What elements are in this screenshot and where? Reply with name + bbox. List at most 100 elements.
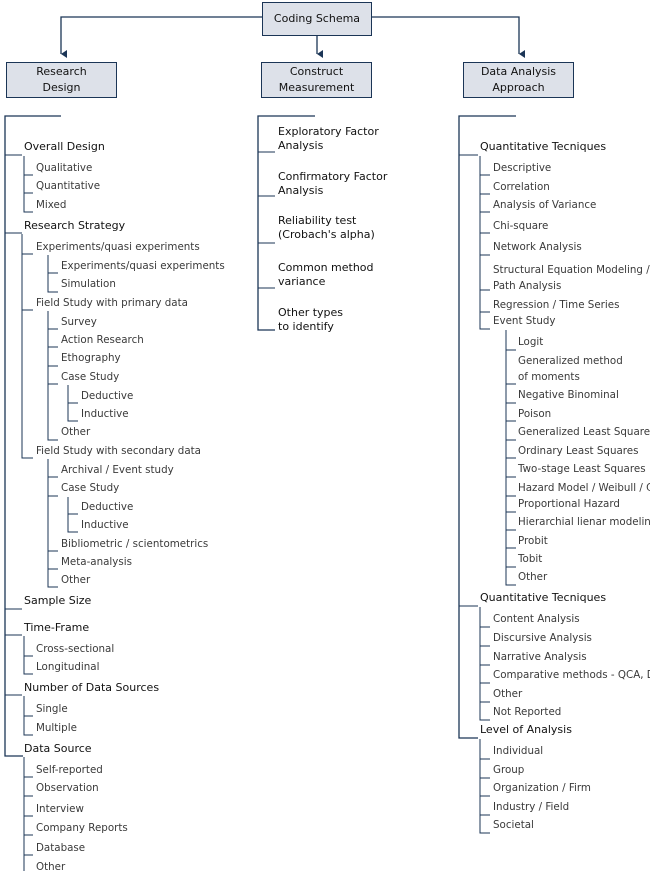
event-study-bracket <box>505 330 516 586</box>
level-item: Group <box>493 764 525 776</box>
archival-label: Archival / Event study <box>61 464 174 476</box>
qual-techniques-label: Quantitative Tecniques <box>480 591 607 604</box>
field-secondary-item: Bibliometric / scientometrics <box>61 538 209 550</box>
quant-item: Descriptive <box>493 162 552 174</box>
case-study-label: Case Study <box>61 371 120 383</box>
level-bracket <box>479 739 490 834</box>
overall-item: Mixed <box>36 199 67 211</box>
root-link-right <box>372 16 525 58</box>
data-analysis-box: Data Analysis Approach <box>463 62 574 98</box>
research-trunk <box>4 115 61 757</box>
time-frame-item: Longitudinal <box>36 661 100 673</box>
event-study-item: Hazard Model / Weibull / Cox <box>518 482 650 494</box>
num-sources-item: Single <box>36 703 68 715</box>
case-primary-bracket <box>67 385 78 422</box>
qual-item: Not Reported <box>493 706 562 718</box>
overall-bracket <box>23 156 33 213</box>
construct-item: Reliability test (Crobach's alpha) <box>278 214 375 241</box>
field-primary-item: Survey <box>61 316 97 328</box>
root-box: Coding Schema <box>262 2 372 36</box>
construct-item: Common method variance <box>278 261 374 288</box>
overall-item: Qualitative <box>36 162 93 174</box>
event-study-item: Proportional Hazard <box>518 498 620 510</box>
construct-item: Confirmatory Factor Analysis <box>278 170 388 197</box>
event-study-item: Probit <box>518 535 548 547</box>
field-primary-other: Other <box>61 426 91 438</box>
event-study-item: Tobit <box>518 553 543 565</box>
level-item: Societal <box>493 819 534 831</box>
quant-item: Structural Equation Modeling / Path Anal… <box>493 264 650 292</box>
case-study-item: Inductive <box>81 408 129 420</box>
data-source-item: Interview <box>36 803 84 815</box>
field-primary-label: Field Study with primary data <box>36 297 188 309</box>
field-secondary-item: Meta-analysis <box>61 556 132 568</box>
qual-bracket <box>479 607 490 721</box>
analysis-trunk <box>458 115 516 739</box>
quant-item: Correlation <box>493 181 550 193</box>
data-source-item: Database <box>36 842 86 854</box>
construct-item: Exploratory Factor Analysis <box>278 125 379 152</box>
time-frame-item: Cross-sectional <box>36 643 115 655</box>
overall-design-label: Overall Design <box>24 140 105 153</box>
quant-item: Analysis of Variance <box>493 199 597 211</box>
level-of-analysis-label: Level of Analysis <box>480 723 572 736</box>
field-primary-bracket <box>47 311 58 441</box>
event-study-item: Logit <box>518 336 544 348</box>
datasource-bracket <box>23 757 25 871</box>
event-study-item: Ordinary Least Squares <box>518 445 639 457</box>
root-link-left <box>60 16 262 58</box>
event-study-label: Event Study <box>493 315 556 327</box>
case-study-item: Deductive <box>81 390 134 402</box>
event-study-item: Negative Binominal <box>518 389 619 401</box>
event-study-item: Generalized method of moments <box>518 355 623 383</box>
event-study-item: Poison <box>518 408 552 420</box>
experiments-label: Experiments/quasi experiments <box>36 241 200 253</box>
num-sources-label: Number of Data Sources <box>24 681 160 694</box>
quant-techniques-label: Quantitative Tecniques <box>480 140 607 153</box>
qual-item: Content Analysis <box>493 613 580 625</box>
field-secondary-item: Other <box>61 574 91 586</box>
data-source-item: Self-reported <box>36 764 103 776</box>
field-secondary-bracket <box>47 459 58 588</box>
data-source-item: Other <box>36 861 66 873</box>
quant-bracket <box>479 156 490 330</box>
qual-item: Discursive Analysis <box>493 632 592 644</box>
strategy-bracket <box>21 234 33 459</box>
num-sources-item: Multiple <box>36 722 77 734</box>
event-study-item: Two-stage Least Squares <box>518 463 646 475</box>
construct-measurement-box: Construct Measurement <box>261 62 372 98</box>
construct-trunk <box>257 115 315 331</box>
field-secondary-label: Field Study with secondary data <box>36 445 201 457</box>
field-primary-item: Ethography <box>61 352 121 364</box>
level-item: Organization / Firm <box>493 782 591 794</box>
event-study-item: Generalized Least Squares <box>518 426 650 438</box>
overall-item: Quantitative <box>36 180 101 192</box>
level-item: Individual <box>493 745 544 757</box>
research-design-box: Research Design <box>6 62 117 98</box>
construct-item: Other types to identify <box>278 306 344 333</box>
qual-item: Narrative Analysis <box>493 651 587 663</box>
case-secondary-bracket <box>67 497 78 533</box>
quant-item: Regression / Time Series <box>493 299 620 311</box>
experiments-item: Simulation <box>61 278 116 290</box>
sources-bracket <box>23 696 33 736</box>
case-study-item: Inductive <box>81 519 129 531</box>
qual-item: Comparative methods - QCA, DFA <box>493 669 650 681</box>
data-source-label: Data Source <box>24 742 92 755</box>
quant-item: Network Analysis <box>493 241 582 253</box>
data-source-item: Observation <box>36 782 99 794</box>
time-frame-label: Time-Frame <box>24 621 90 634</box>
experiments-item: Experiments/quasi experiments <box>61 260 225 272</box>
timeframe-bracket <box>23 636 33 675</box>
event-study-item: Other <box>518 571 548 583</box>
field-primary-item: Action Research <box>61 334 144 346</box>
sample-size-label: Sample Size <box>24 594 92 607</box>
experiments-bracket <box>47 255 58 293</box>
quant-item: Chi-square <box>493 220 549 232</box>
research-strategy-label: Research Strategy <box>24 219 126 232</box>
qual-item: Other <box>493 688 523 700</box>
level-item: Industry / Field <box>493 801 570 813</box>
case-study-item: Deductive <box>81 501 134 513</box>
event-study-item: Hierarchial lienar modeling <box>518 516 650 528</box>
